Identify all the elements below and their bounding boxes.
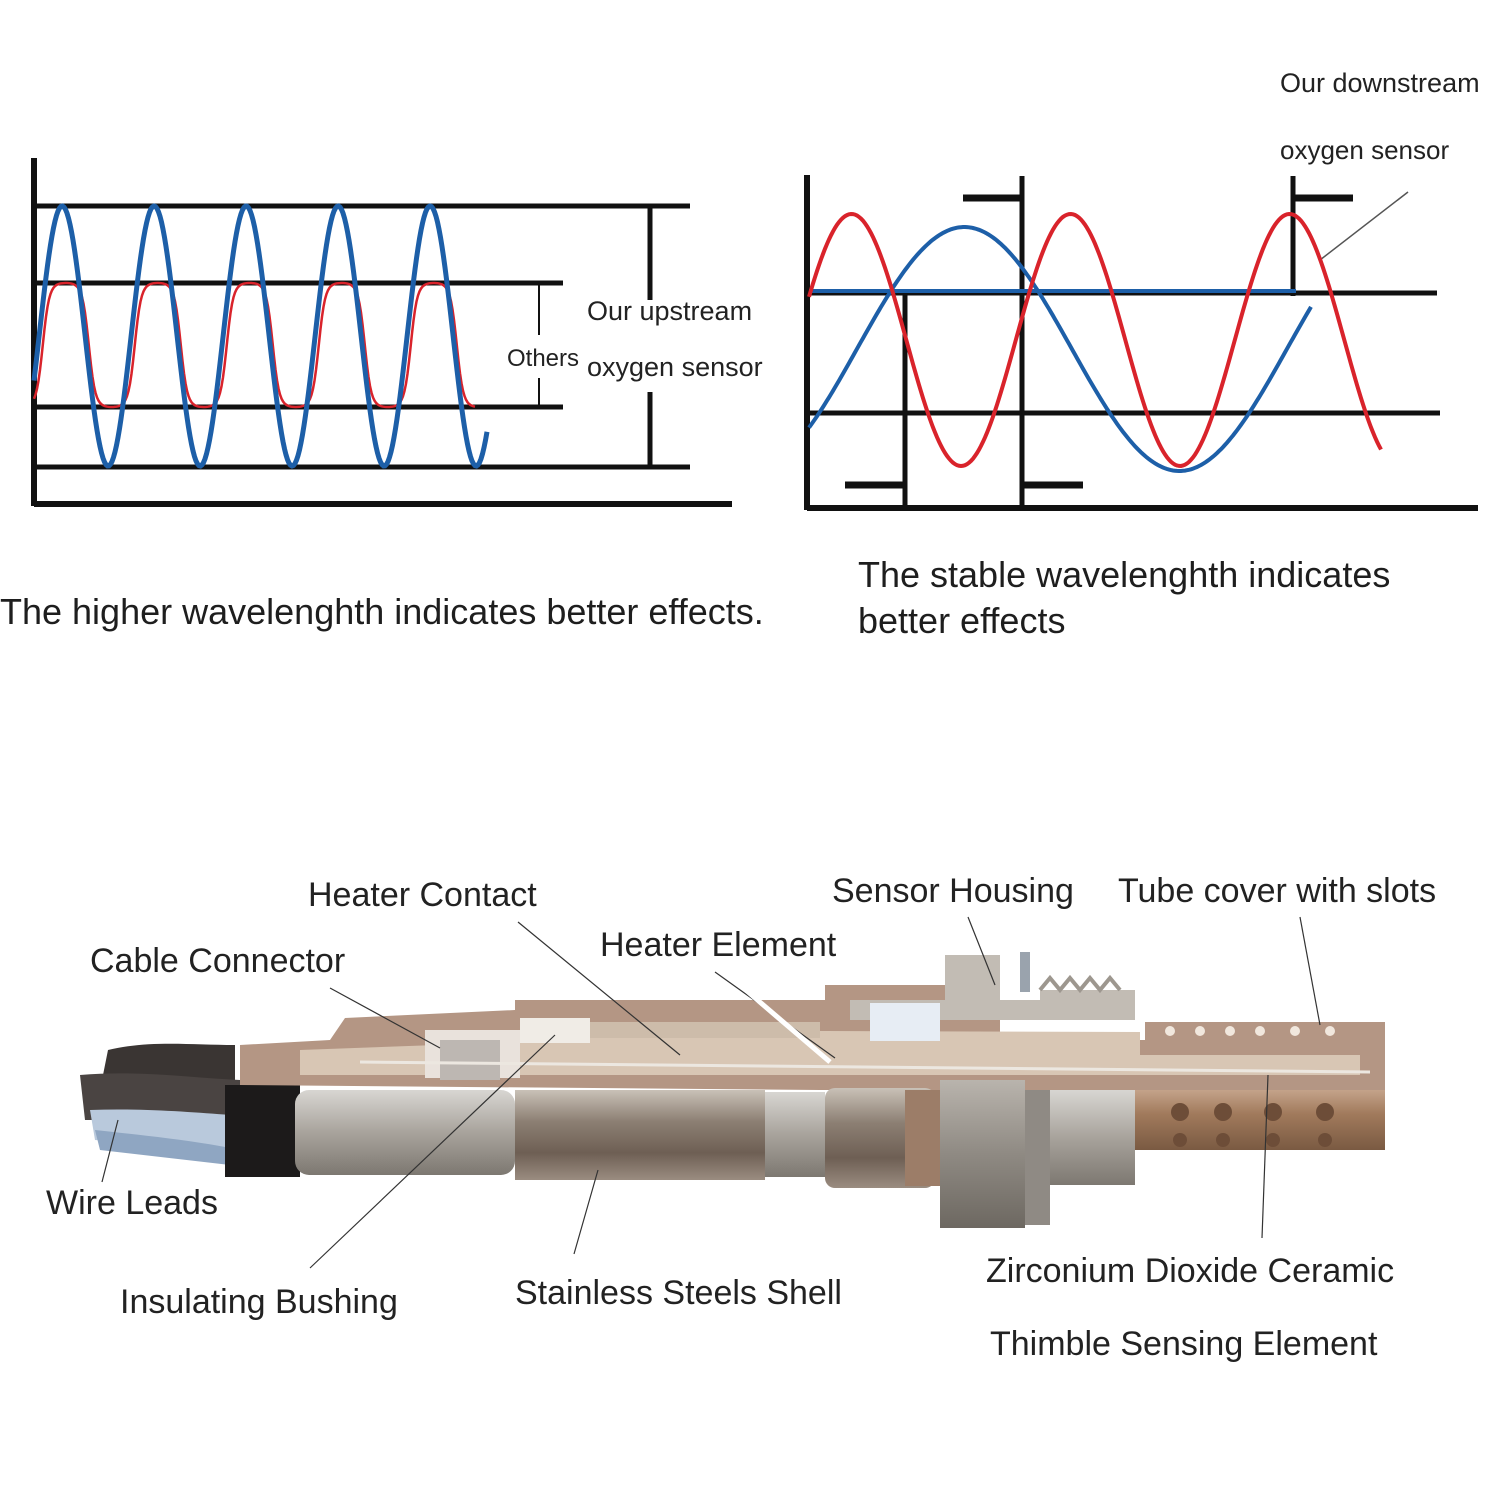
label-cable-connector: Cable Connector	[90, 942, 346, 980]
upstream-ours-wave	[31, 203, 490, 469]
label-sensor-housing: Sensor Housing	[832, 872, 1074, 910]
label-tube-cover: Tube cover with slots	[1118, 872, 1437, 910]
upstream-ours-label-line1: Our upstream	[587, 296, 753, 326]
cutaway-upper	[240, 952, 1385, 1090]
downstream-caption-line2: better effects	[858, 600, 1066, 641]
upstream-others-label: Others	[507, 345, 580, 372]
leader-lines	[101, 916, 1321, 1269]
downstream-others-wave	[807, 211, 1383, 469]
downstream-ours-label-line1: Our downstream	[1280, 68, 1480, 98]
downstream-pointer-line	[1319, 191, 1409, 261]
label-heater-contact: Heater Contact	[308, 876, 537, 914]
label-wire-leads: Wire Leads	[46, 1184, 218, 1222]
downstream-ours-label-line2: oxygen sensor	[1280, 135, 1450, 165]
label-heater-element: Heater Element	[600, 926, 837, 964]
wire-leads-graphic	[80, 1043, 300, 1177]
label-stainless-shell: Stainless Steels Shell	[515, 1274, 842, 1312]
upstream-caption: The higher wavelenghth indicates better …	[0, 591, 764, 632]
sensor-exterior	[295, 1080, 1385, 1228]
upstream-ours-label-line2: oxygen sensor	[587, 352, 763, 382]
label-zirconium-line2: Thimble Sensing Element	[990, 1325, 1378, 1363]
label-zirconium-line1: Zirconium Dioxide Ceramic	[986, 1252, 1395, 1290]
label-insulating-bushing: Insulating Bushing	[120, 1283, 398, 1321]
downstream-caption-line1: The stable wavelenghth indicates	[858, 554, 1391, 595]
